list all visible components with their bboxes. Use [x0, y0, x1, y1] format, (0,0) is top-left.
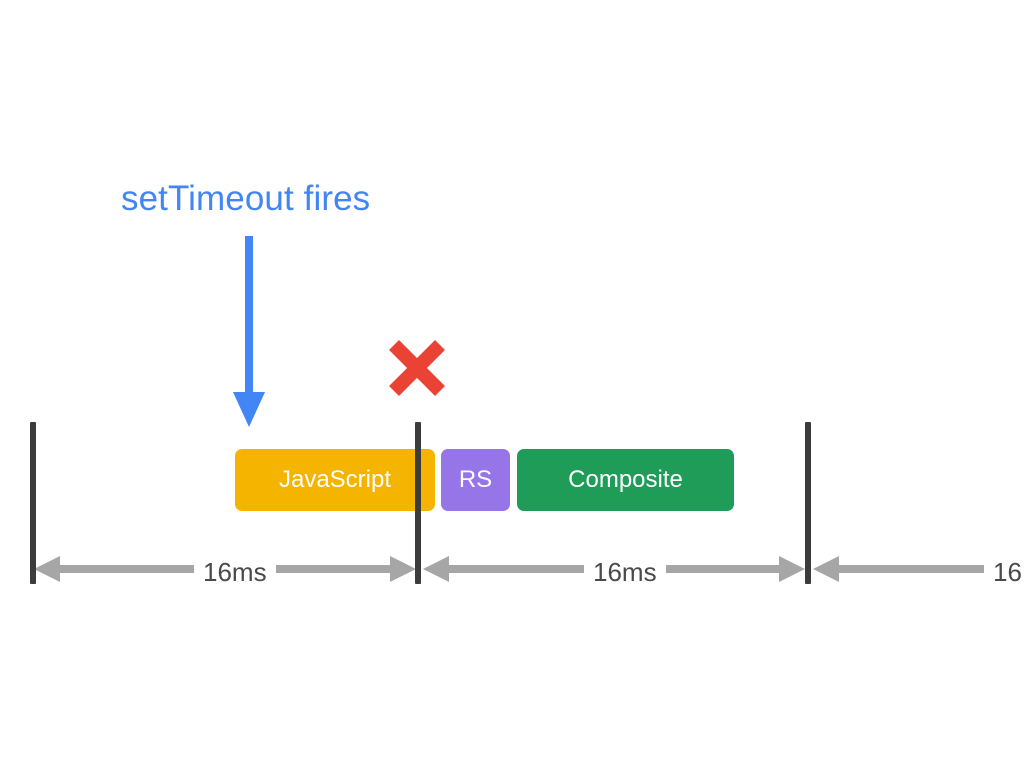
tick-end [805, 422, 811, 584]
block-composite[interactable]: Composite [517, 449, 734, 511]
block-javascript[interactable]: JavaScript [235, 449, 435, 511]
block-recalc-style[interactable]: RS [441, 449, 510, 511]
frame-3-label: 16 [984, 553, 1024, 591]
missed-frame-cross-icon [385, 336, 449, 400]
settimeout-fires-label: setTimeout fires [121, 179, 371, 218]
tick-start [30, 422, 36, 584]
settimeout-pointer-arrow [229, 236, 269, 428]
tick-mid [415, 422, 421, 584]
frame-1-label: 16ms [194, 553, 276, 591]
frame-3-measure-arrow [813, 552, 1024, 592]
frame-2-label: 16ms [584, 553, 666, 591]
